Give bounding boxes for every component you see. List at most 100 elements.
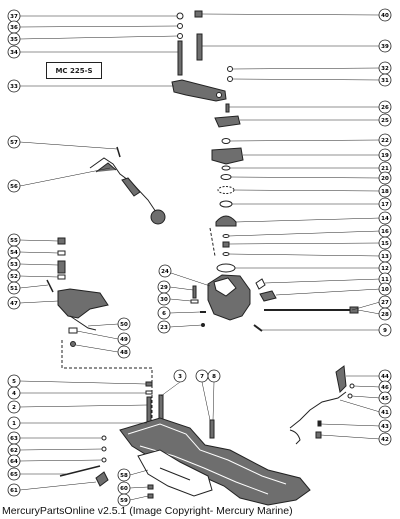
callout-52[interactable]: 52: [7, 269, 21, 283]
callout-36[interactable]: 36: [7, 20, 21, 34]
callout-32[interactable]: 32: [378, 61, 392, 75]
part-screw-60[interactable]: [147, 484, 154, 490]
callout-33[interactable]: 33: [7, 79, 21, 93]
callout-4[interactable]: 4: [7, 386, 21, 400]
part-nut-55[interactable]: [57, 237, 66, 245]
callout-46[interactable]: 46: [378, 380, 392, 394]
part-pin-42[interactable]: [315, 431, 322, 439]
part-screw-48[interactable]: [70, 341, 76, 347]
part-washer-36[interactable]: [177, 23, 183, 29]
callout-30[interactable]: 30: [157, 292, 171, 306]
callout-3[interactable]: 3: [173, 369, 187, 383]
callout-10[interactable]: 10: [378, 282, 392, 296]
part-link-10[interactable]: [259, 290, 277, 302]
callout-19[interactable]: 19: [378, 148, 392, 162]
part-cap-22[interactable]: [221, 138, 231, 144]
part-nut-46[interactable]: [349, 383, 355, 389]
part-end-28[interactable]: [349, 306, 359, 314]
part-nut-32[interactable]: [227, 66, 233, 72]
callout-57[interactable]: 57: [7, 135, 21, 149]
callout-51[interactable]: 51: [7, 281, 21, 295]
callout-55[interactable]: 55: [7, 233, 21, 247]
callout-27[interactable]: 27: [378, 295, 392, 309]
callout-25[interactable]: 25: [378, 113, 392, 127]
callout-14[interactable]: 14: [378, 211, 392, 225]
callout-42[interactable]: 42: [378, 432, 392, 446]
callout-44[interactable]: 44: [378, 369, 392, 383]
part-bracket-47[interactable]: [57, 288, 109, 319]
callout-63[interactable]: 63: [7, 431, 21, 445]
callout-17[interactable]: 17: [378, 197, 392, 211]
callout-31[interactable]: 31: [378, 73, 392, 87]
callout-1[interactable]: 1: [7, 416, 21, 430]
part-washer-54[interactable]: [57, 250, 66, 256]
callout-15[interactable]: 15: [378, 236, 392, 250]
callout-59[interactable]: 59: [117, 493, 131, 507]
callout-2[interactable]: 2: [7, 400, 21, 414]
part-nut-5[interactable]: [145, 381, 153, 387]
part-oring-12[interactable]: [216, 263, 236, 273]
part-spring-53[interactable]: [57, 260, 66, 274]
callout-24[interactable]: 24: [158, 264, 172, 278]
part-washer-37[interactable]: [176, 12, 184, 20]
part-pin-57[interactable]: [116, 146, 121, 158]
callout-41[interactable]: 41: [378, 405, 392, 419]
callout-64[interactable]: 64: [7, 454, 21, 468]
callout-50[interactable]: 50: [117, 317, 131, 331]
part-stud-39[interactable]: [196, 33, 203, 61]
part-washer-16[interactable]: [222, 234, 230, 238]
callout-7[interactable]: 7: [195, 369, 209, 383]
part-bolt-9[interactable]: [253, 324, 263, 332]
callout-28[interactable]: 28: [378, 307, 392, 321]
part-cable-41[interactable]: [289, 391, 347, 429]
callout-22[interactable]: 22: [378, 133, 392, 147]
part-clip-61[interactable]: [95, 471, 109, 487]
part-washer-21[interactable]: [221, 165, 231, 171]
callout-13[interactable]: 13: [378, 249, 392, 263]
callout-40[interactable]: 40: [378, 8, 392, 22]
callout-43[interactable]: 43: [378, 419, 392, 433]
part-screw-59[interactable]: [147, 493, 154, 499]
part-cable-56[interactable]: [89, 157, 157, 213]
callout-47[interactable]: 47: [7, 296, 21, 310]
callout-49[interactable]: 49: [117, 332, 131, 346]
callout-53[interactable]: 53: [7, 257, 21, 271]
callout-8[interactable]: 8: [207, 369, 221, 383]
callout-16[interactable]: 16: [378, 224, 392, 238]
part-link-50[interactable]: [69, 315, 97, 331]
part-washer-52[interactable]: [57, 274, 66, 280]
callout-61[interactable]: 61: [7, 483, 21, 497]
callout-12[interactable]: 12: [378, 261, 392, 275]
part-ring-17[interactable]: [219, 200, 233, 208]
part-end-44[interactable]: [335, 365, 347, 394]
part-pin-7[interactable]: [209, 419, 215, 439]
callout-20[interactable]: 20: [378, 171, 392, 185]
callout-37[interactable]: 37: [7, 9, 21, 23]
part-washer-30[interactable]: [190, 299, 199, 304]
callout-34[interactable]: 34: [7, 45, 21, 59]
callout-29[interactable]: 29: [157, 280, 171, 294]
part-washer-45[interactable]: [347, 393, 353, 399]
part-screw-51[interactable]: [46, 279, 54, 293]
callout-26[interactable]: 26: [378, 100, 392, 114]
part-bolt-29[interactable]: [192, 285, 197, 299]
part-seal-49[interactable]: [68, 327, 78, 334]
part-nut-40[interactable]: [194, 10, 203, 18]
part-nut-63[interactable]: [101, 435, 107, 441]
callout-48[interactable]: 48: [117, 345, 131, 359]
part-rod-65[interactable]: [59, 465, 101, 477]
callout-18[interactable]: 18: [378, 184, 392, 198]
callout-6[interactable]: 6: [157, 306, 171, 320]
part-ring-20[interactable]: [220, 174, 232, 180]
callout-65[interactable]: 65: [7, 467, 21, 481]
part-washer-35[interactable]: [177, 33, 183, 39]
callout-39[interactable]: 39: [378, 39, 392, 53]
callout-54[interactable]: 54: [7, 245, 21, 259]
part-housing-19[interactable]: [211, 147, 244, 165]
part-ring-13[interactable]: [222, 252, 230, 256]
part-stud-34[interactable]: [177, 40, 183, 76]
callout-5[interactable]: 5: [7, 374, 21, 388]
part-ring-18[interactable]: [217, 186, 235, 194]
part-ring-11[interactable]: [255, 278, 266, 290]
part-pin-26[interactable]: [225, 103, 230, 113]
